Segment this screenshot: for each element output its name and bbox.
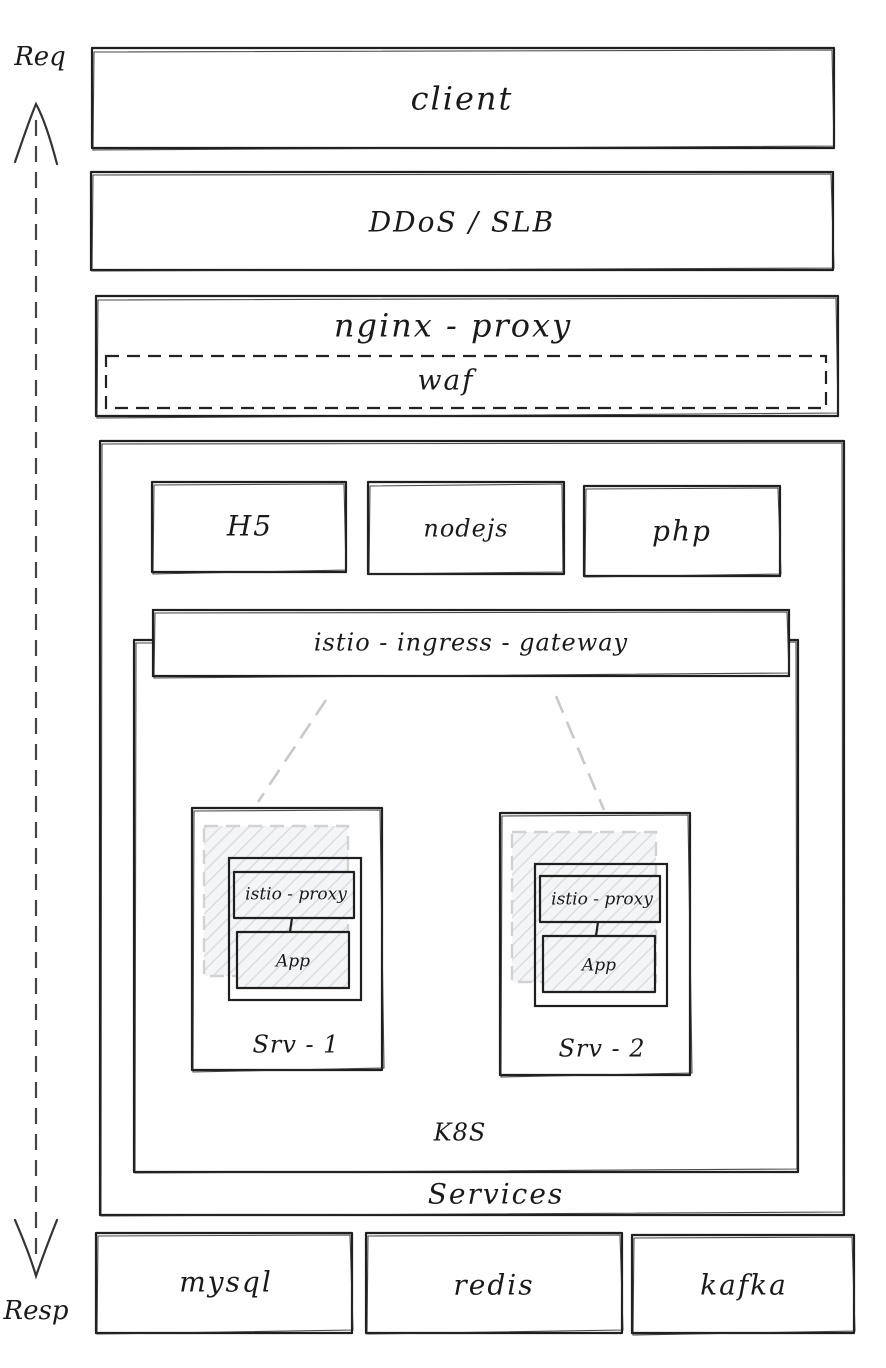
storage-kafka-label: kafka [700, 1269, 788, 1302]
ddos-slb-label: DDoS / SLB [368, 206, 556, 239]
gateway-to-srv2-link [554, 695, 606, 811]
istio-ingress-gateway-label: istio - ingress - gateway [314, 629, 628, 657]
pod-srv2-proxy-label: istio - proxy [551, 890, 653, 910]
nginx-proxy-box [94, 294, 840, 419]
storage-mysql-label: mysql [179, 1266, 273, 1299]
req-label: Req [13, 42, 66, 72]
frontend-php-label: php [652, 515, 712, 548]
waf-label: waf [417, 364, 477, 397]
pod-srv2-app-box [541, 934, 657, 994]
istio-ingress-gateway-box [151, 608, 791, 679]
pod-srv2-container [533, 862, 669, 1008]
frontend-nodejs-label: nodejs [423, 515, 508, 543]
request-response-arrow [13, 101, 59, 1280]
gateway-to-srv1-link [256, 699, 328, 803]
resp-label: Resp [3, 1296, 69, 1326]
frontend-h5-label: H5 [226, 510, 273, 543]
storage-mysql-box [94, 1231, 354, 1335]
client-label: client [411, 80, 514, 118]
pod-srv1-app-label: App [274, 952, 310, 972]
pod-srv2-name: Srv - 2 [558, 1035, 645, 1063]
pod-srv1-proxy-box [232, 870, 356, 920]
pod-srv1-proxy-label: istio - proxy [245, 885, 347, 905]
frontend-nodejs-box [366, 480, 566, 576]
services-label: Services [428, 1178, 565, 1211]
pod-srv2-box [498, 811, 693, 1078]
storage-redis-label: redis [453, 1269, 534, 1302]
nginx-proxy-label: nginx - proxy [334, 307, 572, 345]
pod-srv1-container [227, 856, 363, 1002]
frontend-h5-box [150, 480, 348, 575]
pod-srv1-name: Srv - 1 [252, 1031, 339, 1059]
storage-kafka-box [630, 1233, 856, 1336]
services-box [98, 439, 846, 1217]
frontend-php-box [582, 484, 782, 578]
pod-srv1-app-box [235, 930, 351, 990]
k8s-label: K8S [433, 1119, 487, 1147]
storage-redis-box [364, 1231, 624, 1335]
pod-srv2-app-label: App [580, 956, 616, 976]
pod-srv1-box [190, 806, 385, 1073]
waf-box [104, 354, 828, 410]
ddos-slb-box [89, 170, 835, 272]
pod-srv2-proxy-box [538, 874, 662, 924]
client-box [90, 46, 836, 151]
